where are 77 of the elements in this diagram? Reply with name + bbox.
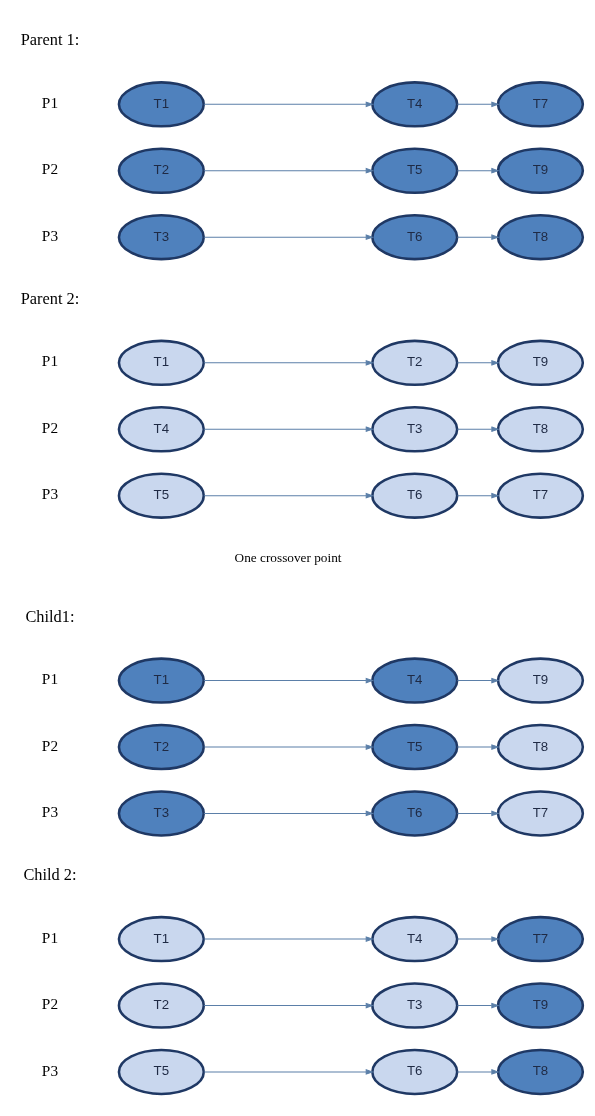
node-ellipse: T9 bbox=[496, 339, 585, 386]
node-ellipse: T9 bbox=[496, 656, 585, 704]
arrow bbox=[203, 359, 374, 366]
arrow bbox=[456, 677, 500, 683]
label: P3 bbox=[41, 1061, 59, 1079]
node-ellipse: T8 bbox=[496, 1048, 585, 1095]
node-ellipse: T9 bbox=[496, 981, 585, 1029]
node-ellipse: T3 bbox=[117, 213, 206, 260]
node-ellipse: T2 bbox=[117, 723, 206, 770]
arrow bbox=[203, 677, 374, 683]
label: Parent 2: bbox=[20, 288, 80, 308]
arrow bbox=[456, 743, 500, 750]
arrow bbox=[456, 167, 500, 174]
arrow bbox=[456, 425, 500, 432]
label: One crossover point bbox=[234, 549, 342, 565]
arrow bbox=[203, 425, 374, 432]
node-ellipse: T6 bbox=[371, 1048, 459, 1095]
label: P2 bbox=[41, 159, 59, 177]
arrow bbox=[456, 935, 500, 942]
node-ellipse: T1 bbox=[117, 656, 206, 704]
node-ellipse: T8 bbox=[496, 213, 585, 260]
node-ellipse: T4 bbox=[371, 80, 459, 128]
node-ellipse: T4 bbox=[371, 915, 459, 962]
node-ellipse: T1 bbox=[117, 339, 206, 386]
arrow bbox=[203, 233, 374, 240]
arrow bbox=[456, 233, 500, 240]
node-ellipse: T7 bbox=[496, 789, 585, 837]
arrow bbox=[456, 1068, 500, 1075]
node-ellipse: T6 bbox=[371, 471, 459, 519]
label: P2 bbox=[41, 736, 59, 754]
arrow bbox=[203, 492, 374, 499]
node-ellipse: T2 bbox=[117, 981, 206, 1029]
label: P2 bbox=[41, 418, 59, 436]
arrow bbox=[203, 743, 374, 750]
label: P3 bbox=[41, 802, 59, 820]
arrow bbox=[203, 100, 374, 107]
node-ellipse: T6 bbox=[371, 213, 459, 260]
arrow bbox=[456, 810, 500, 816]
node-ellipse: T7 bbox=[496, 915, 585, 962]
node-ellipse: T2 bbox=[371, 339, 459, 386]
label: P3 bbox=[41, 484, 59, 502]
node-ellipse: T3 bbox=[371, 981, 459, 1029]
node-ellipse: T7 bbox=[496, 471, 585, 519]
label: Child 2: bbox=[23, 864, 77, 884]
arrow bbox=[456, 492, 500, 499]
label: P1 bbox=[41, 93, 59, 111]
node-ellipse: T2 bbox=[117, 147, 206, 194]
label: P3 bbox=[41, 226, 59, 244]
node-ellipse: T5 bbox=[117, 1048, 206, 1095]
node-ellipse: T8 bbox=[496, 405, 585, 452]
node-ellipse: T8 bbox=[496, 723, 585, 770]
arrow bbox=[203, 167, 374, 174]
arrow bbox=[456, 359, 500, 366]
arrow bbox=[456, 1002, 500, 1008]
node-ellipse: T7 bbox=[496, 80, 585, 128]
arrow bbox=[203, 935, 374, 942]
arrow bbox=[456, 100, 500, 107]
node-ellipse: T3 bbox=[371, 405, 459, 452]
node-ellipse: T5 bbox=[117, 471, 206, 519]
node-ellipse: T6 bbox=[371, 789, 459, 837]
label: P2 bbox=[41, 994, 59, 1012]
node-ellipse: T1 bbox=[117, 80, 206, 128]
label: P1 bbox=[41, 351, 59, 369]
arrow bbox=[203, 810, 374, 816]
node-ellipse: T4 bbox=[371, 656, 459, 704]
label: Parent 1: bbox=[20, 29, 80, 49]
node-ellipse: T9 bbox=[496, 147, 585, 194]
node-ellipse: T4 bbox=[117, 405, 206, 452]
arrow bbox=[203, 1002, 374, 1008]
label: Child1: bbox=[25, 606, 75, 626]
node-ellipse: T3 bbox=[117, 789, 206, 837]
node-ellipse: T5 bbox=[371, 147, 459, 194]
node-ellipse: T1 bbox=[117, 915, 206, 962]
label: P1 bbox=[41, 928, 59, 946]
arrow bbox=[203, 1068, 374, 1075]
label: P1 bbox=[41, 669, 59, 687]
node-ellipse: T5 bbox=[371, 723, 459, 770]
